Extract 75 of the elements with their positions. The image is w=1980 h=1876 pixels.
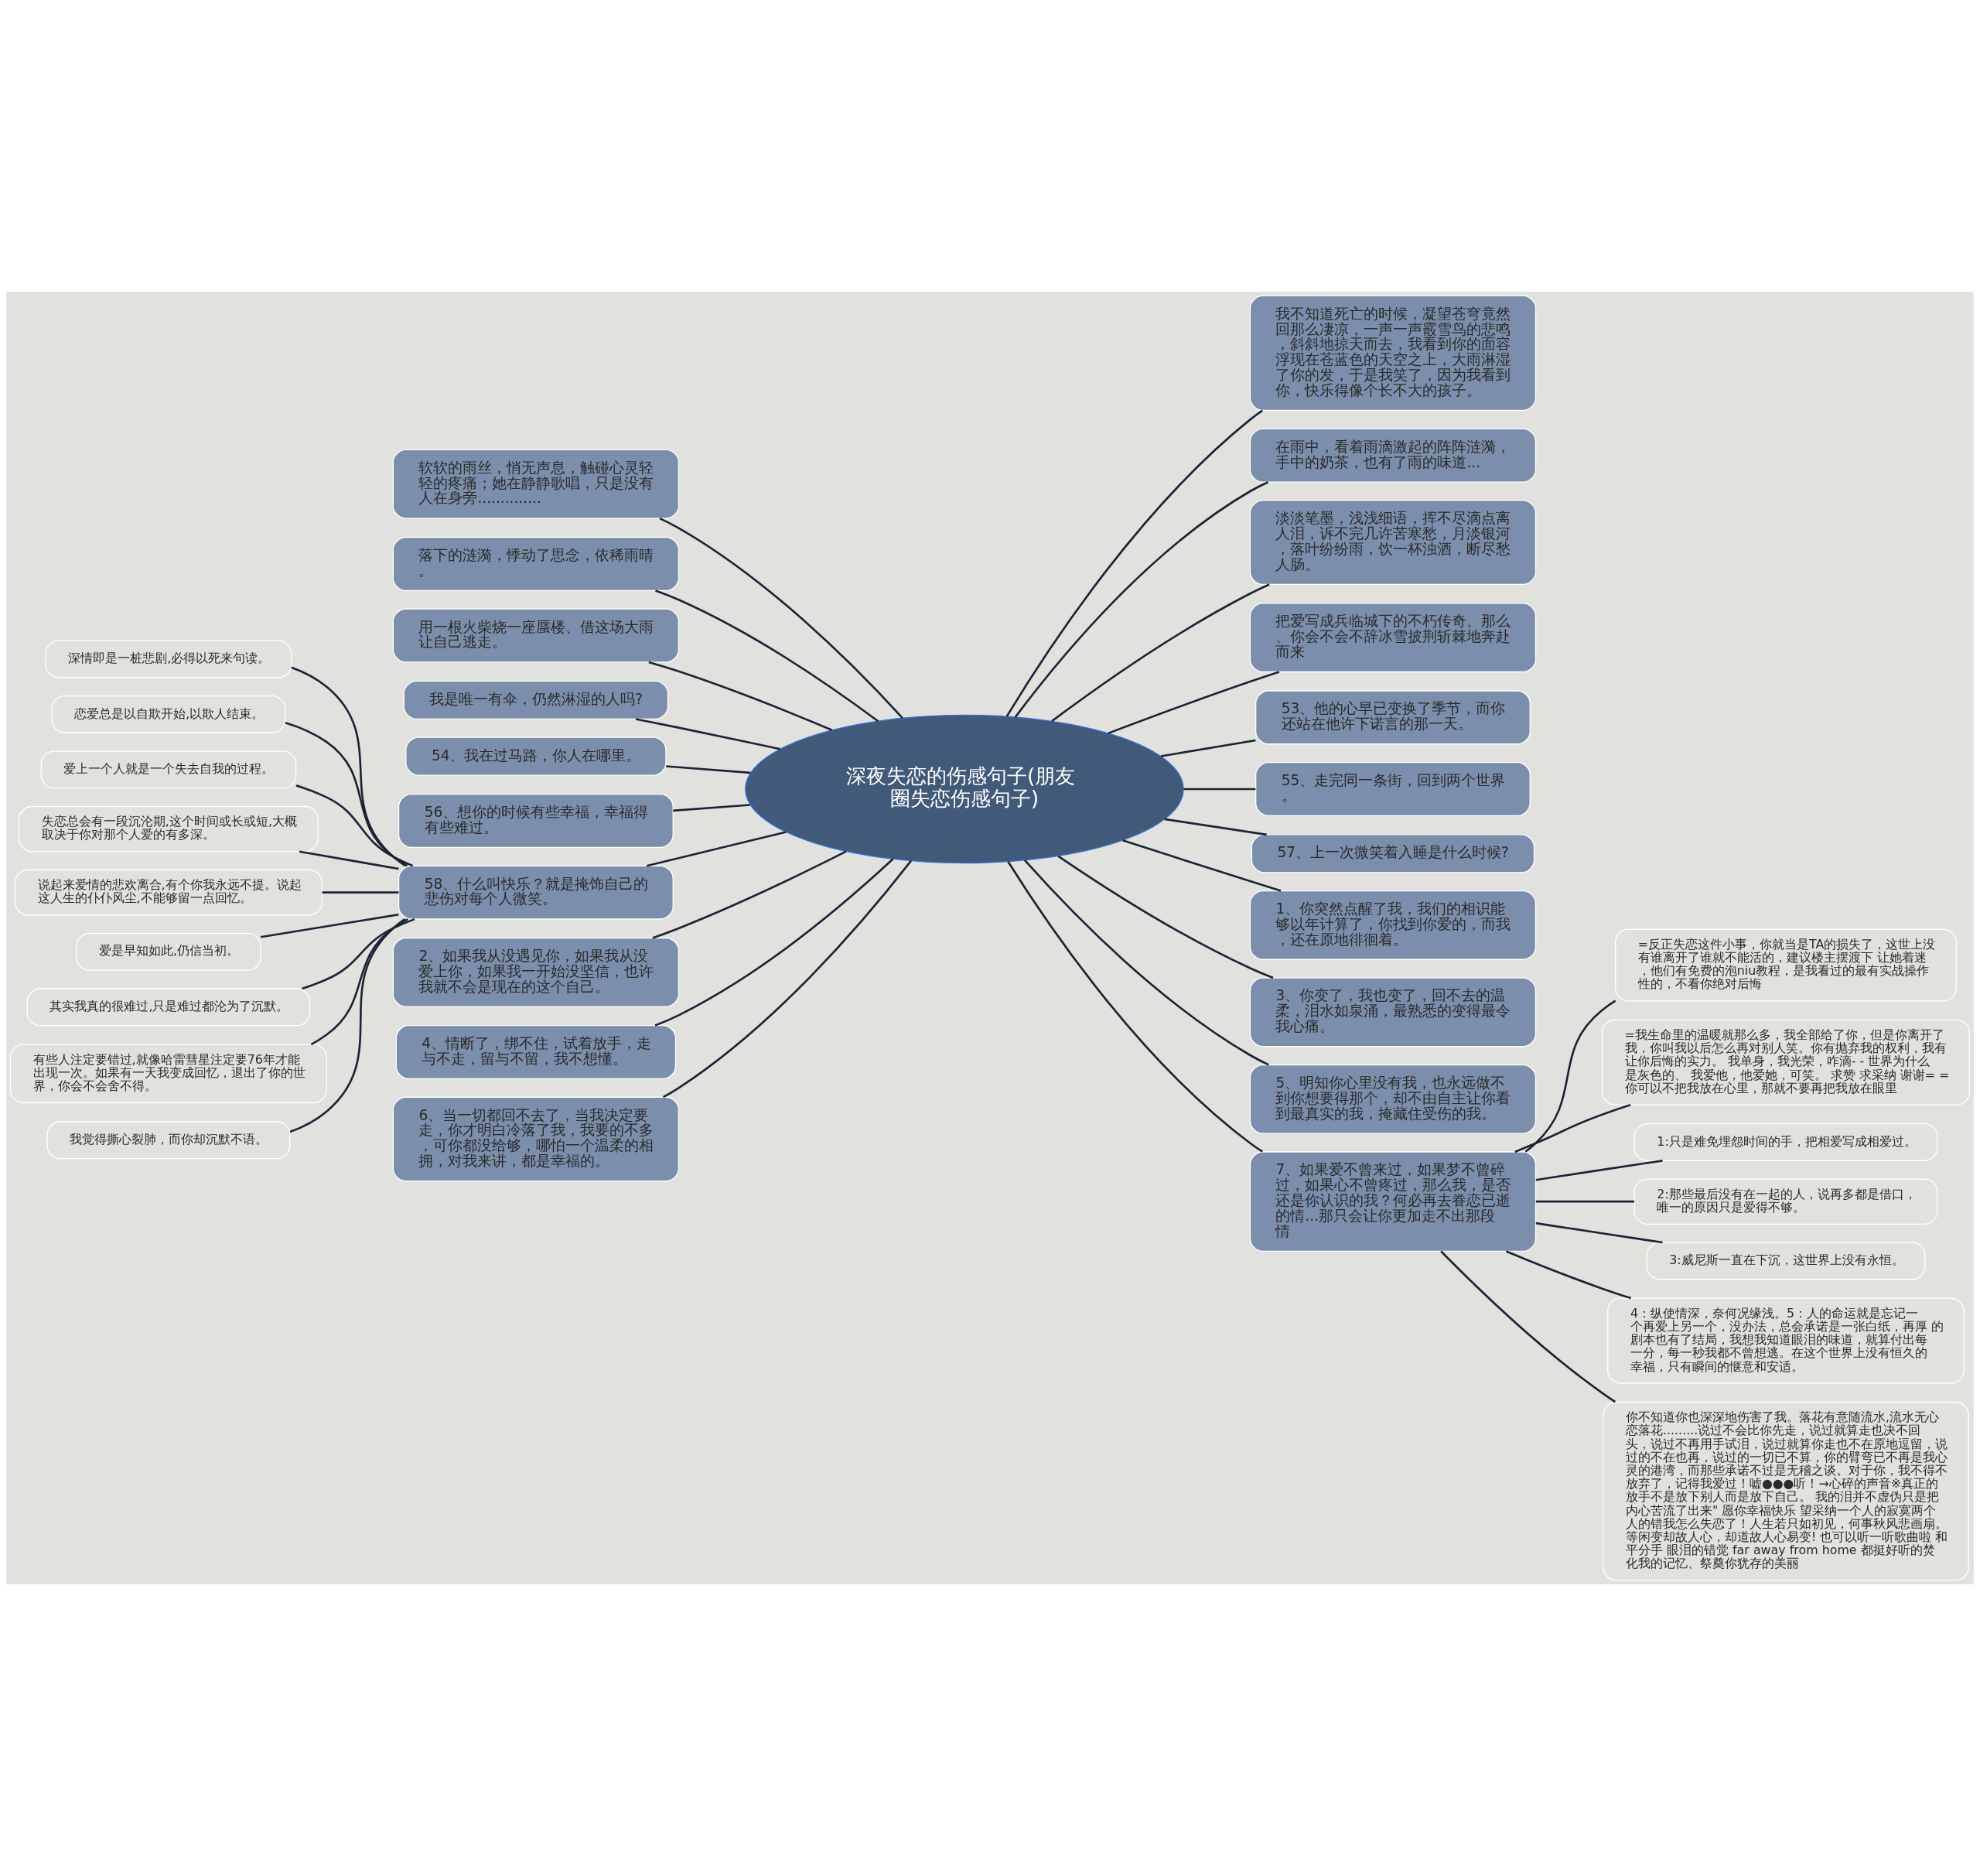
connector <box>652 850 847 939</box>
connector <box>1164 818 1267 836</box>
node-box: 爱上一个人就是一个失去自我的过程。 <box>40 750 297 789</box>
connector <box>1440 1250 1616 1403</box>
connector <box>291 666 406 867</box>
node-box: 深情即是一桩悲剧,必得以死来句读。 <box>45 640 292 678</box>
connector <box>662 859 913 1099</box>
node-box: 用一根火柴烧一座蜃楼、借这场大雨让自己逃走。 <box>392 608 680 663</box>
node-box: 我是唯一有伞，仍然淋湿的人吗? <box>403 680 669 720</box>
node-box: 爱是早知如此,仍信当初。 <box>76 932 261 971</box>
node-box: 6、当一切都回不去了，当我决定要走，你才明白冷落了我，我要的不多，可你都没给够，哪怕一个温柔的相拥，对我来讲，都是幸福的。 <box>392 1096 680 1182</box>
connector <box>673 804 750 812</box>
node-box: 失恋总会有一段沉沦期,这个时间或长或短,大概取决于你对那个人爱的有多深。 <box>19 805 319 853</box>
connector <box>1023 859 1269 1066</box>
node-box: 把爱写成兵临城下的不朽传奇、那么、你会不会不辞冰雪披荆斩棘地奔赴而来 <box>1249 603 1537 673</box>
connector <box>1005 409 1263 717</box>
connector <box>1183 788 1256 791</box>
node-box: =我生命里的温暖就那么多，我全部给了你，但是你离开了我，你叫我以后怎么再对别人笑。你有抛弃我的权利，我有让你后悔的实力。 我单身，我光荣，咋滴- - 世界为什么是灰色的、 我爱他，他爱她，可笑。 求赞 求采纳 谢谢= =你可以不把我放在心里，那就不要再把我放在眼里 <box>1601 1019 1971 1105</box>
node-box: 3、你变了，我也变了，回不去的温柔，泪水如泉涌，最熟悉的变得最令我心痛。 <box>1249 977 1537 1047</box>
node-box: 3:威尼斯一直在下沉，这世界上没有永恒。 <box>1646 1242 1926 1280</box>
connector <box>261 913 399 938</box>
node-box: 4：纵使情深，奈何况缘浅。5：人的命运就是忘记一个再爱上另一个，没办法，总会承诺是一张白纸，再厚 的剧本也有了结局，我想我知道眼泪的味道，就算付出每一分，每一秒我都不曾想逃。在这个世界上没有恒久的幸福，只有瞬间的惬意和安适。 <box>1607 1297 1965 1384</box>
connector <box>1514 1104 1631 1153</box>
node-box: 我不知道死亡的时候，凝望苍穹竟然回那么凄凉，一声一声霰雪鸟的悲鸣，斜斜地掠天而去，我看到你的面容浮现在苍蓝色的天空之上，大雨淋湿了你的发，于是我笑了，因为我看到你，快乐得像个长不大的孩子。 <box>1249 295 1537 412</box>
node-box: 我觉得撕心裂肺，而你却沉默不语。 <box>46 1121 291 1160</box>
connector <box>1122 839 1282 892</box>
node-box: =反正失恋这件小事，你就当是TA的损失了，这世上没有谁离开了谁就不能活的，建议楼主摆渡下 让她着迷，他们有免费的泡niu教程，是我看过的最有实战操作性的，不看你绝对后悔 <box>1615 928 1957 1002</box>
node-box: 4、情断了，绑不住，试着放手，走与不走，留与不留，我不想懂。 <box>395 1024 677 1080</box>
connector <box>295 784 414 867</box>
connector <box>635 718 780 750</box>
connector <box>1051 583 1270 723</box>
connector <box>1505 1250 1632 1300</box>
node-box: 2、如果我从没遇见你，如果我从没爱上你，如果我一开始没坚信，也许我就不会是现在的这个自己。 <box>392 937 680 1007</box>
node-box: 53、他的心早已变换了季节，而你还站在他许下诺言的那一天。 <box>1255 690 1531 745</box>
connector <box>1014 481 1269 718</box>
connector <box>1535 1222 1663 1244</box>
connector <box>1524 1000 1616 1153</box>
connector <box>1535 1160 1663 1181</box>
connector <box>655 589 879 723</box>
connector <box>285 721 408 867</box>
node-box: 7、如果爱不曾来过，如果梦不曾碎过，如果心不曾疼过，那么我，是否还是你认识的我？何必再去眷恋已逝的情...那只会让你更加走不出那段情 <box>1249 1151 1537 1252</box>
node-box: 你不知道你也深深地伤害了我。落花有意随流水,流水无心恋落花.........说过不会比你先走，说过就算走也决不回头，说过不再用手试泪，说过就算你走也不在原地逗留，说过的不在也再，说过的一切已不算，你的臂弯已不再是我心灵的港湾，而那些承诺不过是无稽之谈。对于你，我不得不放弃了，记得我爱过！嘘●●●听！→心碎的声音※真正的放手不是放下别人而是放下自己。 我的泪并不虚伪只是把内心苦流了出来" 愿你幸福快乐 望采纳一个人的寂寞两个人的错我怎么失恋了！人生若只如初见，何事秋风悲画扇。等闲变却故人心，却道故人心易变! 也可以听一听歌曲啦 和平分手 眼泪的错觉 far away from home 都挺好听的焚化我的记忆、祭奠你犹存的美丽 <box>1603 1401 1969 1581</box>
node-box: 恋爱总是以自欺开始,以欺人结束。 <box>51 695 286 733</box>
connector <box>659 517 903 719</box>
connector <box>654 858 894 1027</box>
connector <box>1160 739 1256 757</box>
node-box: 57、上一次微笑着入睡是什么时候? <box>1251 834 1535 873</box>
node-box: 58、什么叫快乐？就是掩饰自己的悲伤对每个人微笑。 <box>398 865 674 920</box>
connector <box>1535 1200 1634 1203</box>
connector <box>289 918 406 1133</box>
node-box: 淡淡笔墨，浅浅细语，挥不尽滴点离人泪，诉不完几许苦寒愁，月淡银河，落叶纷纷雨，饮一杯浊酒，断尽愁人肠。 <box>1249 500 1537 586</box>
node-box: 55、走完同一条街，回到两个世界。 <box>1255 761 1531 817</box>
node-box: 2:那些最后没有在一起的人，说再多都是借口，唯一的原因只是爱得不够。 <box>1634 1178 1938 1225</box>
connector <box>1007 861 1263 1153</box>
node-box: 54、我在过马路，你人在哪里。 <box>405 736 667 776</box>
node-box: 落下的涟漪，悸动了思念，依稀雨晴。 <box>392 536 680 591</box>
node-ellipse: 深夜失恋的伤感句子(朋友圈失恋伤感句子) <box>745 714 1184 864</box>
connector <box>322 891 399 894</box>
node-box: 56、想你的时候有些幸福，幸福得有些难过。 <box>398 793 674 849</box>
connector <box>299 850 399 870</box>
connector <box>646 831 787 867</box>
node-box: 在雨中，看着雨滴激起的阵阵涟漪，手中的奶茶，也有了雨的味道... <box>1249 428 1537 483</box>
node-box: 有些人注定要错过,就像哈雷彗星注定要76年才能出现一次。如果有一天我变成回忆，退出了你的世界，你会不会舍不得。 <box>9 1044 327 1104</box>
node-box: 说起来爱情的悲欢离合,有个你我永远不提。说起这人生的仆仆风尘,不能够留一点回忆。 <box>14 869 323 916</box>
connector <box>1108 671 1280 735</box>
node-box: 5、明知你心里没有我，也永远做不到你想要得那个，却不由自主让你看到最真实的我，掩藏住受伤的我。 <box>1249 1064 1537 1134</box>
connector <box>310 917 408 1046</box>
connector <box>648 661 833 731</box>
node-box: 其实我真的很难过,只是难过都沦为了沉默。 <box>26 988 311 1027</box>
connector <box>666 765 751 774</box>
node-box: 1:只是难免埋怨时间的手，把相爱写成相爱过。 <box>1634 1123 1938 1161</box>
node-box: 1、你突然点醒了我，我们的相识能够以年计算了，你找到你爱的，而我，还在原地徘徊着。 <box>1249 890 1537 960</box>
connector <box>302 917 415 990</box>
node-box: 软软的雨丝，悄无声息，触碰心灵轻轻的疼痛；她在静静歌唱，只是没有人在身旁.............. <box>392 449 680 519</box>
connector <box>1057 855 1274 979</box>
